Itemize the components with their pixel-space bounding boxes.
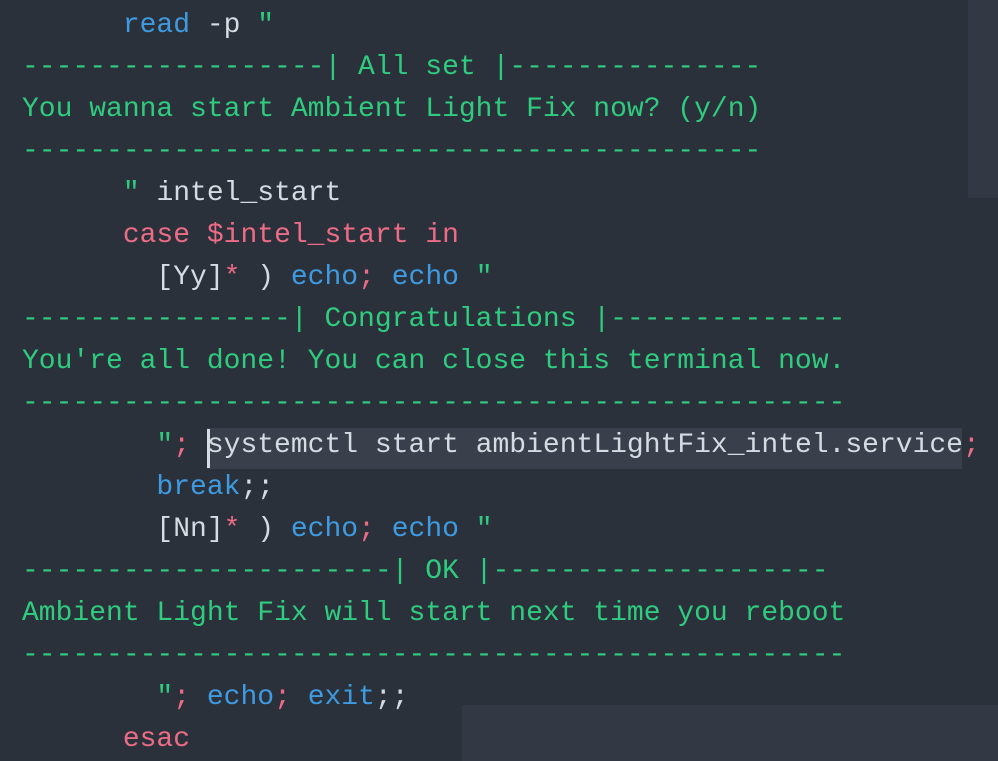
code-line[interactable]: ------------------| All set |-----------…: [22, 47, 761, 89]
code-token: ": [475, 262, 493, 293]
code-token: ": [156, 430, 174, 461]
indent: [22, 472, 156, 503]
code-token: ;: [274, 682, 291, 713]
code-token: echo: [206, 682, 275, 713]
code-line[interactable]: read -p ": [22, 5, 274, 47]
code-line[interactable]: ----------------------------------------…: [22, 131, 761, 173]
code-token: [291, 682, 308, 713]
indent: [22, 262, 156, 293]
code-token: [459, 262, 476, 293]
code-token: exit: [307, 682, 375, 713]
indent: [22, 430, 156, 461]
code-token: intel_start: [139, 178, 342, 209]
indent: [22, 514, 156, 545]
code-line[interactable]: Ambient Light Fix will start next time y…: [22, 593, 845, 635]
code-token: ----------------------| OK |------------…: [22, 556, 829, 587]
code-token: Ambient Light Fix will start next time y…: [22, 598, 846, 629]
indent: [22, 10, 123, 41]
code-token: ;: [358, 514, 375, 545]
code-line[interactable]: "; systemctl start ambientLightFix_intel…: [22, 425, 980, 467]
code-token: [409, 220, 426, 251]
indent: [22, 220, 123, 251]
code-token: in: [425, 220, 459, 251]
code-token: ----------------------------------------…: [22, 388, 846, 419]
code-token: case: [122, 220, 191, 251]
code-token: ----------------| Congratulations |-----…: [22, 304, 846, 335]
code-token: ----------------------------------------…: [22, 136, 762, 167]
code-token: ;;: [240, 472, 275, 503]
code-token: break: [156, 472, 241, 503]
code-token: ----------------------------------------…: [22, 640, 846, 671]
code-line[interactable]: break;;: [22, 467, 274, 509]
code-token: ": [475, 514, 493, 545]
current-line-highlight: [207, 428, 962, 469]
code-line[interactable]: ----------------| Congratulations |-----…: [22, 299, 845, 341]
code-token: ": [156, 682, 174, 713]
code-token: [190, 220, 207, 251]
code-token: ------------------| All set |-----------…: [22, 52, 762, 83]
code-line[interactable]: ----------------------------------------…: [22, 383, 845, 425]
code-token: ": [122, 178, 140, 209]
code-token: ;: [173, 682, 191, 713]
indent: [22, 724, 123, 755]
code-token: ;;: [374, 682, 409, 713]
code-token: You're all done! You can close this term…: [22, 346, 846, 377]
code-token: You wanna start Ambient Light Fix now? (…: [22, 94, 762, 125]
code-token: [375, 262, 392, 293]
indent: [22, 682, 156, 713]
code-token: ": [257, 10, 275, 41]
code-token: [Nn]: [156, 514, 224, 545]
code-token: [190, 682, 207, 713]
bottom-panel: [462, 705, 998, 761]
code-token: echo: [290, 262, 359, 293]
code-line[interactable]: case $intel_start in: [22, 215, 459, 257]
code-token: esac: [122, 724, 191, 755]
code-line[interactable]: ----------------------------------------…: [22, 635, 845, 677]
code-token: read: [122, 10, 191, 41]
code-line[interactable]: "; echo; exit;;: [22, 677, 409, 719]
code-line[interactable]: [Yy]* ) echo; echo ": [22, 257, 493, 299]
code-token: systemctl start ambientLightFix_intel.se…: [190, 430, 963, 461]
code-token: echo: [391, 514, 459, 545]
code-token: ;: [358, 262, 375, 293]
code-line[interactable]: " intel_start: [22, 173, 341, 215]
code-token: ): [240, 262, 291, 293]
code-token: ): [240, 514, 291, 545]
code-token: ;: [173, 430, 191, 461]
text-cursor: [207, 429, 210, 468]
code-token: -p: [190, 10, 258, 41]
code-token: *: [223, 262, 241, 293]
code-token: [459, 514, 476, 545]
code-line[interactable]: You wanna start Ambient Light Fix now? (…: [22, 89, 761, 131]
code-token: [375, 514, 392, 545]
indent: [22, 178, 123, 209]
code-token: echo: [391, 262, 459, 293]
code-token: $intel_start: [206, 220, 409, 251]
code-line[interactable]: You're all done! You can close this term…: [22, 341, 845, 383]
code-token: [Yy]: [156, 262, 224, 293]
code-token: ;: [962, 430, 980, 461]
code-line[interactable]: esac: [22, 719, 190, 761]
code-line[interactable]: ----------------------| OK |------------…: [22, 551, 829, 593]
code-line[interactable]: [Nn]* ) echo; echo ": [22, 509, 493, 551]
code-token: echo: [290, 514, 359, 545]
code-token: *: [223, 514, 241, 545]
vertical-scrollbar[interactable]: [968, 0, 998, 198]
